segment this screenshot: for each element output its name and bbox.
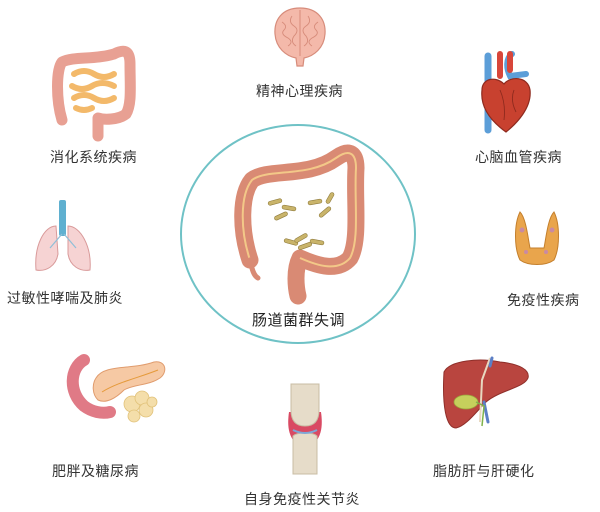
lungs-icon (35, 200, 91, 271)
node-label-allergy: 过敏性哮喘及肺炎 (7, 291, 123, 307)
node-label-digestive: 消化系统疾病 (50, 150, 137, 166)
heart-icon (481, 51, 531, 134)
center-label: 肠道菌群失调 (252, 311, 346, 329)
node-label-immune: 免疫性疾病 (507, 293, 580, 309)
node-label-arthritis: 自身免疫性关节炎 (244, 492, 360, 508)
brain-icon (274, 7, 326, 67)
pancreas-icon (66, 354, 166, 423)
node-label-cardio: 心脑血管疾病 (475, 150, 562, 166)
center-ring (180, 124, 416, 344)
thyroid-icon (515, 211, 559, 265)
node-label-metabolic: 肥胖及糖尿病 (52, 464, 139, 480)
joint-icon (288, 383, 322, 475)
liver-icon (443, 356, 529, 429)
colon-with-bacteria-icon (234, 144, 365, 305)
node-label-mental: 精神心理疾病 (256, 84, 343, 100)
intestines-icon (52, 45, 136, 142)
node-label-liver: 脂肪肝与肝硬化 (433, 464, 535, 480)
